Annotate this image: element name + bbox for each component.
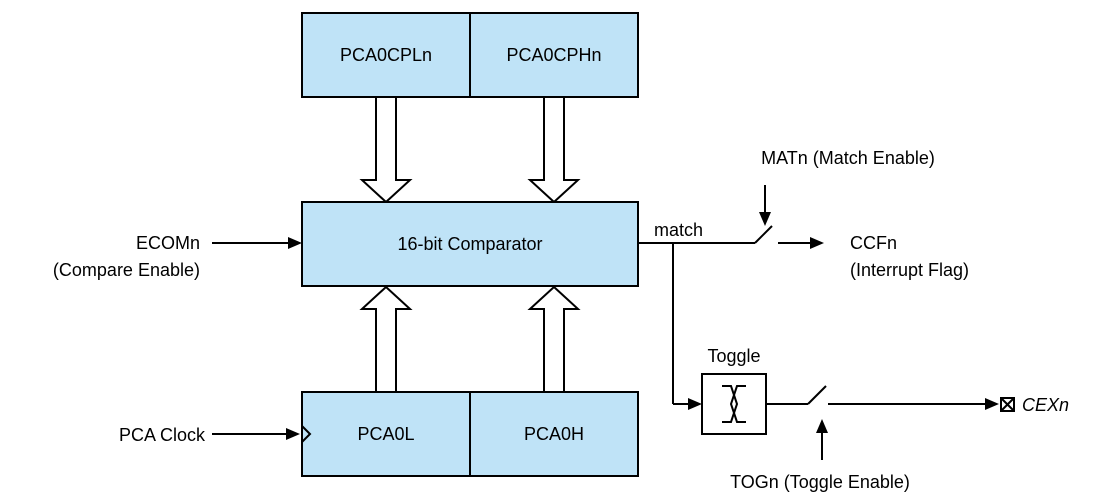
mat-switch	[754, 225, 773, 244]
counter-high-block: PCA0H	[469, 391, 639, 477]
mat-label: MATn (Match Enable)	[761, 148, 935, 168]
clock-input-marker	[301, 425, 312, 443]
clock-input: PCA Clock	[119, 425, 300, 445]
bus-arrow-high-up	[527, 285, 581, 393]
comparator-block: 16-bit Comparator	[301, 201, 639, 287]
counter-low-label: PCA0L	[357, 424, 414, 444]
toggle-symbol-icon	[722, 385, 746, 423]
mat-arrowhead	[759, 212, 771, 226]
toggle-input-arrowhead	[688, 398, 702, 410]
toggle-path: Toggle TOGn (Toggle Enable) CEXn	[672, 243, 1069, 492]
compare-register-low-label: PCA0CPLn	[340, 45, 432, 65]
toggle-block	[701, 373, 767, 435]
counter-low-block: PCA0L	[301, 391, 471, 477]
ccf-description: (Interrupt Flag)	[850, 260, 969, 280]
compare-register-high-label: PCA0CPHn	[506, 45, 601, 65]
compare-register-high-block: PCA0CPHn	[469, 12, 639, 98]
ecom-input: ECOMn (Compare Enable)	[53, 233, 302, 280]
ecom-label: ECOMn	[136, 233, 200, 253]
toggle-label: Toggle	[707, 346, 760, 366]
counter-high-label: PCA0H	[524, 424, 584, 444]
compare-register-low-block: PCA0CPLn	[301, 12, 471, 98]
bus-arrow-high-down	[527, 96, 581, 204]
bus-arrow-low-down	[359, 96, 413, 204]
ccf-arrowhead	[810, 237, 824, 249]
tog-label: TOGn (Toggle Enable)	[730, 472, 910, 492]
clock-label: PCA Clock	[119, 425, 206, 445]
bus-arrow-low-up	[359, 285, 413, 393]
tog-arrowhead	[816, 419, 828, 433]
ecom-description: (Compare Enable)	[53, 260, 200, 280]
tog-switch	[807, 385, 827, 405]
cex-pin-icon	[1000, 397, 1015, 412]
cex-arrowhead	[985, 398, 999, 410]
comparator-label: 16-bit Comparator	[397, 234, 542, 254]
ccf-label: CCFn	[850, 233, 897, 253]
ecom-arrowhead	[288, 237, 302, 249]
clock-arrowhead	[286, 428, 300, 440]
match-path: match MATn (Match Enable) CCFn (Interrup…	[638, 148, 969, 280]
match-label: match	[654, 220, 703, 240]
cex-label: CEXn	[1022, 395, 1069, 415]
